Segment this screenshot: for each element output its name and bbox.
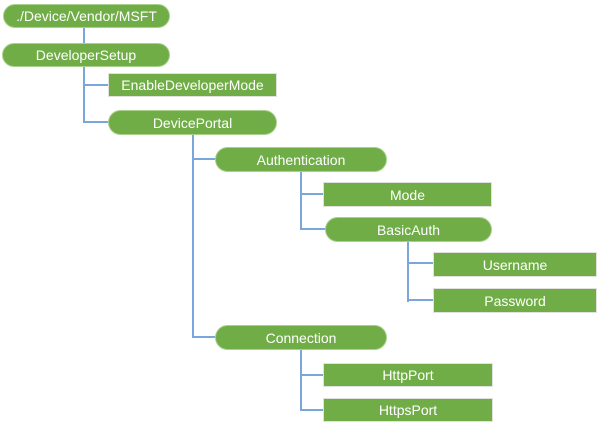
tree-node-httpport: HttpPort	[323, 363, 493, 387]
tree-node-basicauth: BasicAuth	[325, 217, 492, 242]
connector-connection-trunk	[300, 350, 302, 411]
connector-authentication-trunk	[300, 172, 302, 230]
tree-node-msft: ./Device/Vendor/MSFT	[3, 4, 170, 28]
connector-branch-mode	[300, 193, 324, 195]
tree-node-authentication: Authentication	[215, 147, 387, 172]
connector-branch-enabledevelopermode	[83, 84, 109, 86]
tree-node-deviceportal: DevicePortal	[108, 110, 277, 135]
tree-node-password: Password	[433, 288, 597, 313]
tree-node-enabledevelopermode: EnableDeveloperMode	[108, 73, 277, 97]
connector-basicauth-trunk	[407, 242, 409, 302]
connector-deviceportal-trunk	[192, 135, 194, 338]
tree-node-connection: Connection	[215, 325, 387, 350]
tree-node-httpsport: HttpsPort	[323, 398, 493, 422]
connector-branch-password	[407, 299, 434, 301]
connector-developersetup-trunk	[83, 67, 85, 123]
connector-branch-deviceportal	[83, 121, 109, 123]
connector-msft-developersetup	[83, 28, 85, 43]
connector-branch-connection	[192, 336, 216, 338]
connector-branch-username	[407, 262, 434, 264]
tree-node-username: Username	[433, 252, 597, 277]
connector-branch-authentication	[192, 158, 216, 160]
tree-node-mode: Mode	[323, 182, 492, 207]
connector-branch-httpsport	[300, 409, 324, 411]
connector-branch-basicauth	[300, 228, 326, 230]
connector-branch-httpport	[300, 374, 324, 376]
tree-node-developersetup: DeveloperSetup	[2, 43, 170, 67]
